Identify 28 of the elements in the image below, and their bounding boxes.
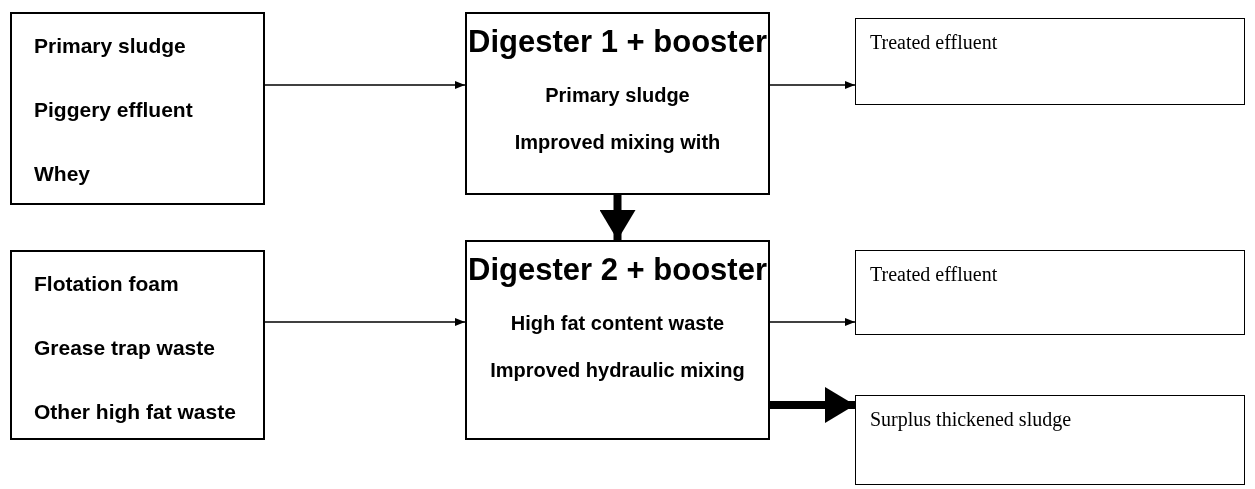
box-text: Other high fat waste [34,400,237,425]
box-text: Improved hydraulic mixing [489,359,746,382]
arrow [264,318,466,326]
digester-title: Digester 1 + booster [467,24,768,60]
box-text: Grease trap waste [34,336,216,361]
arrow [769,81,856,89]
digester-box [465,12,770,195]
box-text: Treated effluent [870,31,999,54]
arrow [264,81,466,89]
source-box [10,250,265,440]
box-text: Primary sludge [34,34,187,59]
source-box [10,12,265,205]
box-text: Improved mixing with [513,131,722,154]
output-box [855,250,1245,335]
box-text: Piggery effluent [34,98,194,123]
box-text: Surplus thickened sludge [870,408,1073,431]
box-text: Treated effluent [870,263,999,286]
output-box [855,18,1245,105]
arrow [770,387,855,423]
digester-title: Digester 2 + booster [467,252,768,288]
box-text: High fat content waste [509,312,726,335]
arrow [769,318,856,326]
digester-box [465,240,770,440]
box-text: Primary sludge [544,84,691,107]
box-text: Whey [34,162,91,187]
output-box [855,395,1245,485]
arrow [599,195,636,240]
box-text: Flotation foam [34,272,180,297]
